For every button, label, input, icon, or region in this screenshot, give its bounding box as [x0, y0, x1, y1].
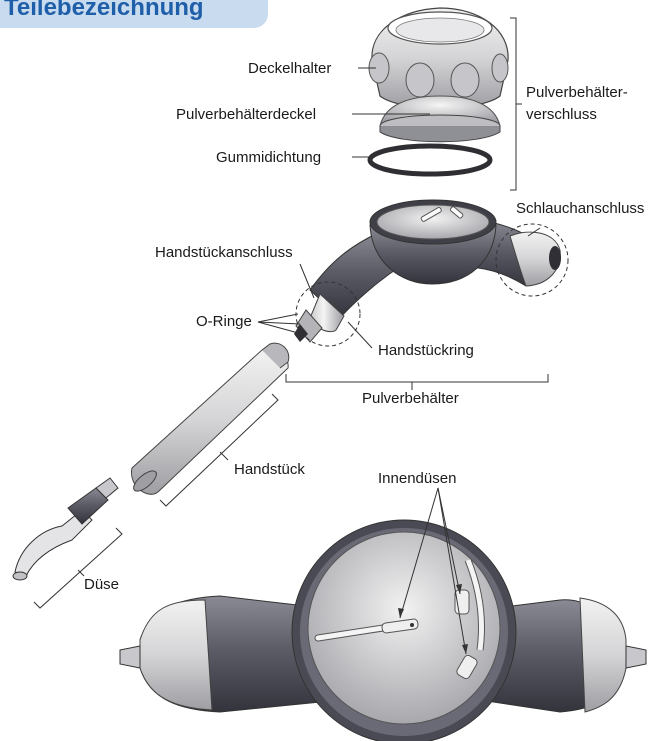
label-handstueckring: Handstückring — [378, 342, 474, 360]
label-deckelhalter: Deckelhalter — [248, 60, 331, 78]
label-duese: Düse — [84, 576, 119, 594]
pulverbehaelter-part — [294, 200, 561, 342]
deckelhalter-part — [369, 8, 508, 108]
label-innenduesen: Innendüsen — [378, 470, 456, 488]
label-verschluss-line1: Pulverbehälter- — [526, 84, 628, 102]
duese-part — [13, 478, 118, 580]
gummidichtung-part — [370, 146, 490, 174]
label-handstueck: Handstück — [234, 461, 305, 479]
pulverbehaelter-top-view — [120, 520, 646, 741]
label-pulverbehaelter: Pulverbehälter — [362, 390, 459, 408]
label-handstueckanschluss: Handstückanschluss — [155, 244, 293, 262]
label-pulverbehaelterdeckel: Pulverbehälterdeckel — [176, 106, 316, 124]
label-schlauchanschluss: Schlauchanschluss — [516, 200, 644, 218]
label-verschluss-line2: verschluss — [526, 106, 597, 124]
label-gummidichtung: Gummidichtung — [216, 149, 321, 167]
label-o-ringe: O-Ringe — [196, 313, 252, 331]
